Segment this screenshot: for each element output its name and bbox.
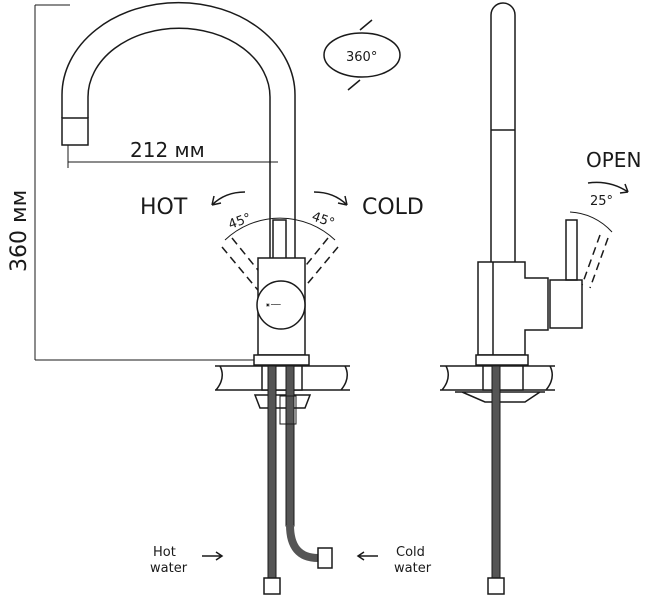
reach-dimension <box>67 145 278 168</box>
height-dimension <box>34 4 255 361</box>
front-hoses <box>263 365 333 595</box>
open-angle: 25° <box>590 194 613 209</box>
front-handle: ▣ ━━━━ <box>221 217 339 366</box>
open-label: OPEN <box>586 148 641 172</box>
svg-text:▣ ━━━━: ▣ ━━━━ <box>266 302 281 307</box>
front-countertop <box>215 365 350 409</box>
hot-water-arrow-icon <box>202 551 224 561</box>
cold-angle: 45° <box>310 209 337 231</box>
front-spout <box>61 1 296 260</box>
cold-water-arrow-icon <box>356 551 378 561</box>
side-view-faucet <box>440 2 613 595</box>
cold-arrow-icon <box>313 191 348 206</box>
reach-label: 212 мм <box>130 138 205 162</box>
hot-arrow-icon <box>211 191 246 206</box>
height-label: 360 мм <box>7 190 32 272</box>
hot-label: HOT <box>140 195 188 220</box>
rotation-icon <box>323 19 401 91</box>
cold-label: COLD <box>362 195 424 220</box>
hot-angle: 45° <box>227 211 254 233</box>
rotation-label: 360° <box>346 50 377 65</box>
open-arrow-icon <box>587 181 629 194</box>
